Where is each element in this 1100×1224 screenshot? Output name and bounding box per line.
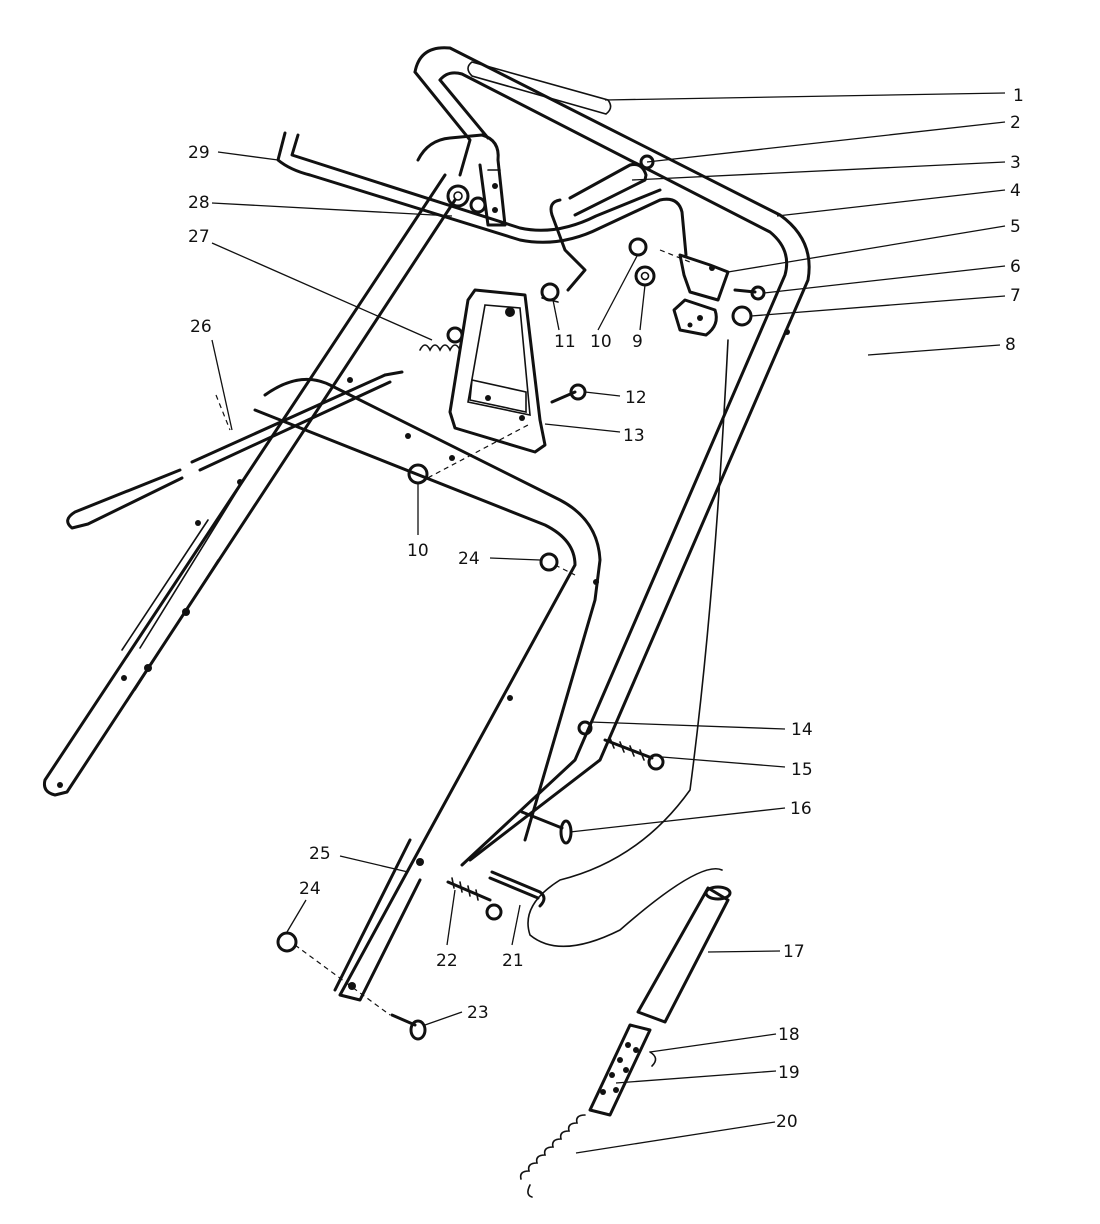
callout-1: 1: [1013, 86, 1024, 106]
leader-lines: [211, 92, 1006, 1154]
callout-labels: 1 2 3 4 5 6 7 8 9 10 10 11 12 13 14 15 1…: [188, 86, 1024, 1132]
bracket-right: [672, 253, 766, 337]
assembly-lines: [215, 249, 729, 1016]
spring-and-cable: [66, 326, 464, 530]
callout-11: 11: [554, 332, 576, 352]
callout-24-upper: 24: [458, 549, 480, 569]
control-plate: [448, 288, 547, 454]
callout-3: 3: [1010, 153, 1021, 173]
callout-19: 19: [778, 1063, 800, 1083]
callout-12: 12: [625, 388, 647, 408]
callout-10-upper: 10: [590, 332, 612, 352]
callout-6: 6: [1010, 257, 1021, 277]
lever-with-grip: [549, 154, 655, 292]
callout-14: 14: [791, 720, 813, 740]
callout-7: 7: [1010, 286, 1021, 306]
left-latch: [416, 133, 507, 227]
callout-28: 28: [188, 193, 210, 213]
callout-4: 4: [1010, 181, 1021, 201]
control-bar: [276, 131, 688, 257]
callout-16: 16: [790, 799, 812, 819]
callout-24-lower: 24: [299, 879, 321, 899]
callout-23: 23: [467, 1003, 489, 1023]
bolt-12: [550, 383, 587, 404]
callout-29: 29: [188, 143, 210, 163]
callout-2: 2: [1010, 113, 1021, 133]
callout-20: 20: [776, 1112, 798, 1132]
callout-13: 13: [623, 426, 645, 446]
grip-and-spring: [519, 885, 732, 1198]
callout-21: 21: [502, 951, 524, 971]
callout-5: 5: [1010, 217, 1021, 237]
callout-10-lower: 10: [407, 541, 429, 561]
callout-9: 9: [632, 332, 643, 352]
callout-22: 22: [436, 951, 458, 971]
callout-26: 26: [190, 317, 212, 337]
lower-handle-left: [43, 173, 457, 797]
lower-hardware: [390, 720, 665, 1041]
callout-8: 8: [1005, 335, 1016, 355]
callout-15: 15: [791, 760, 813, 780]
callout-27: 27: [188, 227, 210, 247]
callout-25: 25: [309, 844, 331, 864]
callout-18: 18: [778, 1025, 800, 1045]
callout-17: 17: [783, 942, 805, 962]
